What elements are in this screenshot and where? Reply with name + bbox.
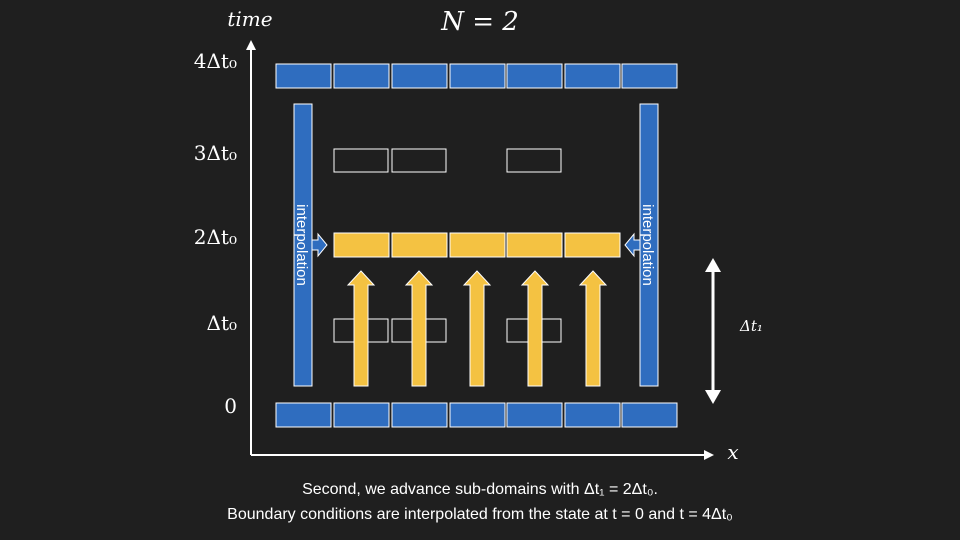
step-indicator: Δt₁ [705, 258, 763, 404]
y-tick-4: 4Δt₀ [194, 49, 237, 73]
diagram-title: N = 2 [440, 7, 519, 37]
bottom-state-row [275, 402, 678, 428]
left-interpolation-label: interpolation [293, 204, 310, 286]
bottom-cell [275, 402, 332, 428]
top-cell [621, 63, 678, 89]
axes: time x 4Δt₀ 3Δt₀ 2Δt₀ Δt₀ 0 [194, 7, 739, 464]
advance-arrows [346, 270, 608, 387]
top-cell [275, 63, 332, 89]
bottom-cell [621, 402, 678, 428]
x-axis-label: x [727, 440, 738, 464]
y-tick-3: 3Δt₀ [194, 141, 237, 165]
advance-arrow [578, 270, 608, 387]
advanced-state-row [333, 232, 621, 258]
right-interpolation: interpolation [624, 103, 659, 387]
right-interpolation-arrow [624, 232, 641, 258]
caption-line-2: Boundary conditions are interpolated fro… [227, 506, 733, 523]
bottom-cell [564, 402, 621, 428]
empty-cell [391, 148, 447, 173]
step-arrow-head-top [705, 258, 721, 272]
top-cell [391, 63, 448, 89]
top-cell [449, 63, 506, 89]
y-axis-label: time [227, 7, 272, 31]
top-cell [506, 63, 563, 89]
top-cell [333, 63, 390, 89]
advanced-cell [391, 232, 448, 258]
empty-cells-3dt0 [333, 148, 562, 173]
top-state-row [275, 63, 678, 89]
step-arrow-head-bottom [705, 390, 721, 404]
advanced-cell [449, 232, 506, 258]
right-interpolation-label: interpolation [639, 204, 656, 286]
bottom-cell [333, 402, 390, 428]
left-interpolation-arrow [311, 232, 328, 258]
y-tick-1: Δt₀ [207, 311, 238, 335]
empty-cell [506, 148, 562, 173]
advance-arrow [520, 270, 550, 387]
bottom-cell [506, 402, 563, 428]
advanced-cell [506, 232, 563, 258]
advanced-cell [333, 232, 390, 258]
caption-line-1: Second, we advance sub-domains with Δt₁ … [302, 481, 658, 498]
advance-arrow [346, 270, 376, 387]
advance-arrow [462, 270, 492, 387]
bottom-cell [449, 402, 506, 428]
left-interpolation: interpolation [293, 103, 328, 387]
advanced-cell [564, 232, 621, 258]
y-tick-2: 2Δt₀ [194, 225, 237, 249]
empty-cell [333, 148, 389, 173]
bottom-cell [391, 402, 448, 428]
top-cell [564, 63, 621, 89]
y-tick-0: 0 [224, 394, 237, 418]
advance-arrow [404, 270, 434, 387]
step-label: Δt₁ [739, 317, 763, 335]
